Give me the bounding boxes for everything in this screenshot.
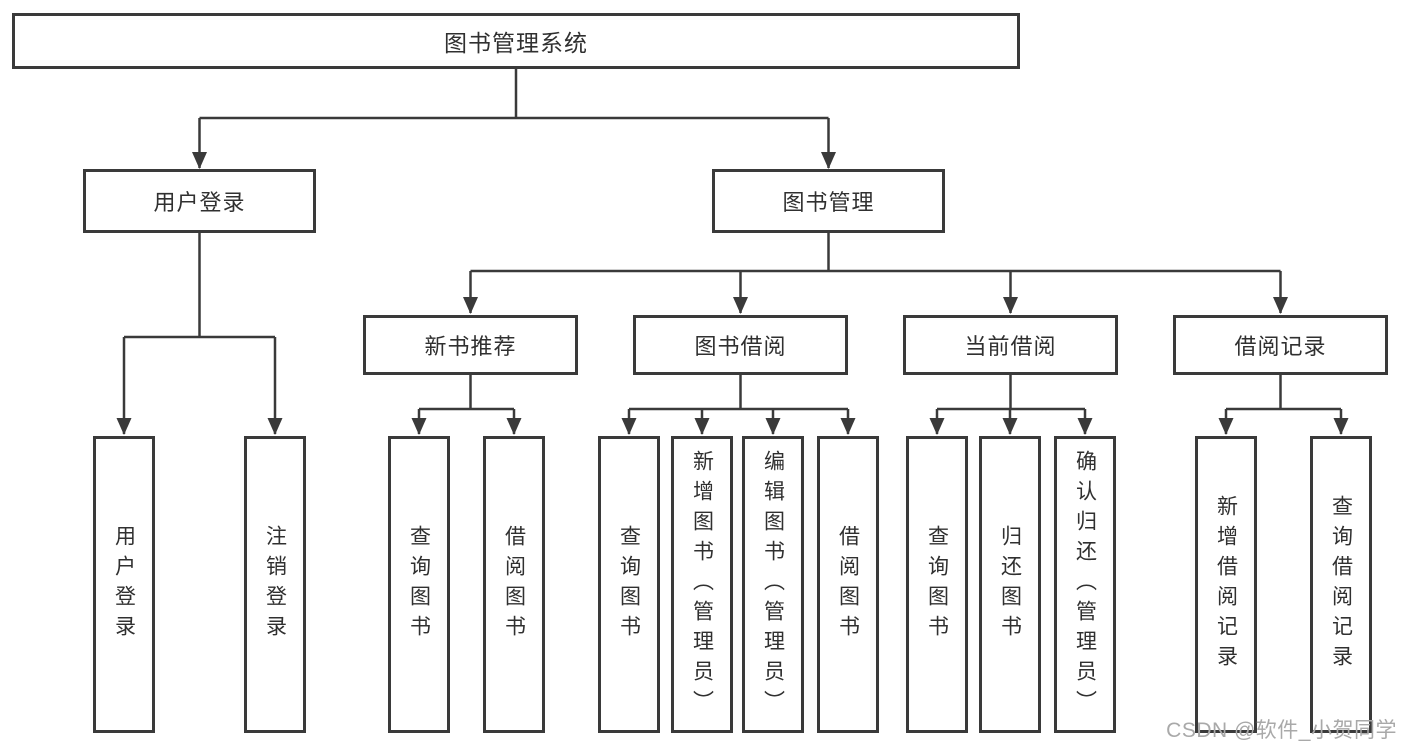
csdn-watermark: CSDN @软件_小贺同学: [1166, 719, 1397, 742]
leaf-label: 注销登录: [263, 524, 287, 645]
leaf-borrow-books-recommend: 借阅图书: [483, 436, 545, 733]
node-borrowing-records: 借阅记录: [1173, 315, 1388, 375]
node-book-management-branch: 图书管理: [712, 169, 945, 233]
leaf-query-books-recommend: 查询图书: [388, 436, 450, 733]
node-label: 新书推荐: [424, 334, 517, 359]
leaf-confirm-return-admin: 确认归还（管理员）: [1054, 436, 1116, 733]
leaf-label: 归还图书: [998, 524, 1022, 645]
leaf-borrow-books: 借阅图书: [817, 436, 879, 733]
leaf-label: 查询图书: [407, 524, 431, 645]
leaf-label: 借阅图书: [502, 524, 526, 645]
node-user-login-branch: 用户登录: [83, 169, 316, 233]
node-label: 当前借阅: [964, 334, 1057, 359]
node-label: 用户登录: [153, 190, 246, 215]
leaf-user-login: 用户登录: [93, 436, 155, 733]
node-label: 借阅记录: [1234, 334, 1327, 359]
leaf-label: 用户登录: [112, 524, 136, 645]
leaf-query-books-borrowing: 查询图书: [598, 436, 660, 733]
leaf-label: 新增图书（管理员）: [690, 449, 714, 720]
node-label: 图书借阅: [694, 334, 787, 359]
leaf-edit-books-admin: 编辑图书（管理员）: [742, 436, 804, 733]
leaf-query-borrow-record: 查询借阅记录: [1310, 436, 1372, 733]
leaf-add-books-admin: 新增图书（管理员）: [671, 436, 733, 733]
node-current-borrowing: 当前借阅: [903, 315, 1118, 375]
leaf-label: 借阅图书: [836, 524, 860, 645]
node-new-book-recommendation: 新书推荐: [363, 315, 578, 375]
leaf-label: 新增借阅记录: [1214, 494, 1238, 675]
node-book-borrowing: 图书借阅: [633, 315, 848, 375]
leaf-logout: 注销登录: [244, 436, 306, 733]
node-label: 图书管理系统: [444, 30, 588, 56]
leaf-label: 编辑图书（管理员）: [761, 449, 785, 720]
leaf-return-books: 归还图书: [979, 436, 1041, 733]
leaf-label: 查询借阅记录: [1329, 494, 1353, 675]
leaf-label: 查询图书: [925, 524, 949, 645]
node-library-management-system: 图书管理系统: [12, 13, 1020, 69]
node-label: 图书管理: [782, 190, 875, 215]
leaf-label: 查询图书: [617, 524, 641, 645]
leaf-add-borrow-record: 新增借阅记录: [1195, 436, 1257, 733]
leaf-query-books-current: 查询图书: [906, 436, 968, 733]
leaf-label: 确认归还（管理员）: [1073, 449, 1097, 720]
